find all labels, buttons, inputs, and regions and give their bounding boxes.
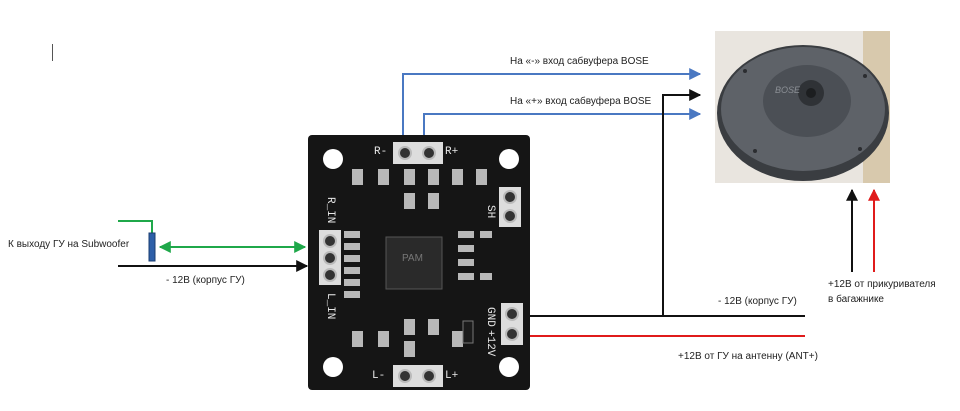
label-power-trunk-1: +12В от прикуривателя: [828, 279, 936, 290]
label-right-ground: - 12В (корпус ГУ): [718, 296, 797, 307]
pad-in-3: [323, 268, 337, 282]
wire-signal-green: [118, 220, 153, 234]
mount-hole-icon: [499, 357, 519, 377]
resistor-icon: [148, 232, 156, 262]
silk-l-in: L_IN: [324, 293, 336, 319]
pad-in-2: [323, 251, 337, 265]
pad-sh-2: [503, 209, 517, 223]
text-cursor-icon: [52, 44, 53, 61]
label-left-input: К выходу ГУ на Subwoofer: [8, 239, 130, 250]
wire-out-minus: [402, 68, 702, 143]
label-power-trunk-2: в багажнике: [828, 294, 884, 305]
label-out-minus: На «-» вход сабвуфера BOSE: [510, 56, 649, 67]
speaker-brand: BOSE: [775, 85, 801, 95]
silk-gnd: GND: [484, 307, 496, 327]
wire-out-plus: [423, 108, 702, 143]
pad-sh-1: [503, 190, 517, 204]
silk-l-plus: L+: [445, 370, 458, 382]
label-left-ground: - 12В (корпус ГУ): [166, 275, 245, 286]
silk-r-plus: R+: [445, 146, 458, 158]
mount-hole-icon: [323, 149, 343, 169]
speaker-photo: BOSE: [715, 31, 890, 183]
pad-l-minus: [398, 369, 412, 383]
silk-r-minus: R-: [374, 146, 387, 158]
amplifier-board: R- R+ L- L+ R_IN L_IN SH GND +12V PAM: [308, 135, 530, 390]
label-power-in: +12В от ГУ на антенну (ANT+): [678, 351, 818, 362]
silk-12v: +12V: [484, 330, 496, 357]
pad-r-plus: [422, 146, 436, 160]
label-out-plus: На «+» вход сабвуфера BOSE: [510, 96, 652, 107]
silk-l-minus: L-: [372, 370, 385, 382]
pad-12v: [505, 327, 519, 341]
mount-hole-icon: [499, 149, 519, 169]
amp-chip: [385, 236, 443, 290]
silk-sh: SH: [484, 205, 496, 218]
mount-hole-icon: [323, 357, 343, 377]
silk-r-in: R_IN: [324, 197, 336, 223]
pad-l-plus: [422, 369, 436, 383]
pad-gnd: [505, 307, 519, 321]
pad-in-1: [323, 234, 337, 248]
pad-r-minus: [398, 146, 412, 160]
chip-logo: PAM: [402, 253, 423, 264]
